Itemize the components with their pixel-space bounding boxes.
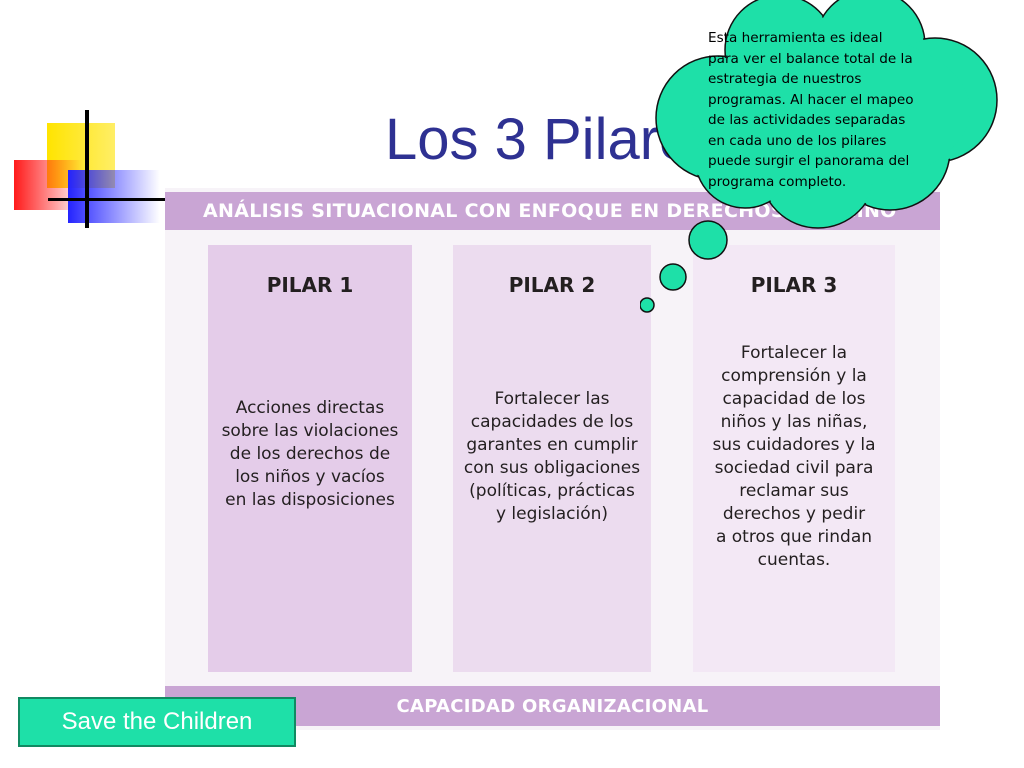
- pillar-3-title: PILAR 3: [750, 273, 838, 297]
- pillar-2-title: PILAR 2: [508, 273, 596, 297]
- callout-text: Esta herramienta es ideal para ver el ba…: [708, 30, 914, 190]
- pillar-1-text: Acciones directas sobre las violaciones …: [221, 398, 399, 510]
- decorative-logo-shapes: [14, 110, 168, 228]
- blue-gradient-rect: [68, 170, 160, 223]
- pillar-1-title: PILAR 1: [266, 273, 354, 297]
- horizontal-line: [48, 198, 168, 201]
- pillars-figure: ANÁLISIS SITUACIONAL CON ENFOQUE EN DERE…: [165, 188, 940, 730]
- pillar-2: PILAR 2 Fortalecer las capacidades de lo…: [453, 245, 651, 672]
- pillar-3: PILAR 3 Fortalecer la comprensión y la c…: [693, 245, 895, 672]
- pillar-2-text: Fortalecer las capacidades de los garant…: [463, 389, 641, 524]
- pillar-3-text: Fortalecer la comprensión y la capacidad…: [712, 343, 876, 570]
- thought-bubble-callout: [640, 0, 998, 313]
- save-the-children-label: Save the Children: [18, 697, 296, 747]
- pillar-1: PILAR 1 Acciones directas sobre las viol…: [208, 245, 412, 672]
- vertical-line: [85, 110, 89, 228]
